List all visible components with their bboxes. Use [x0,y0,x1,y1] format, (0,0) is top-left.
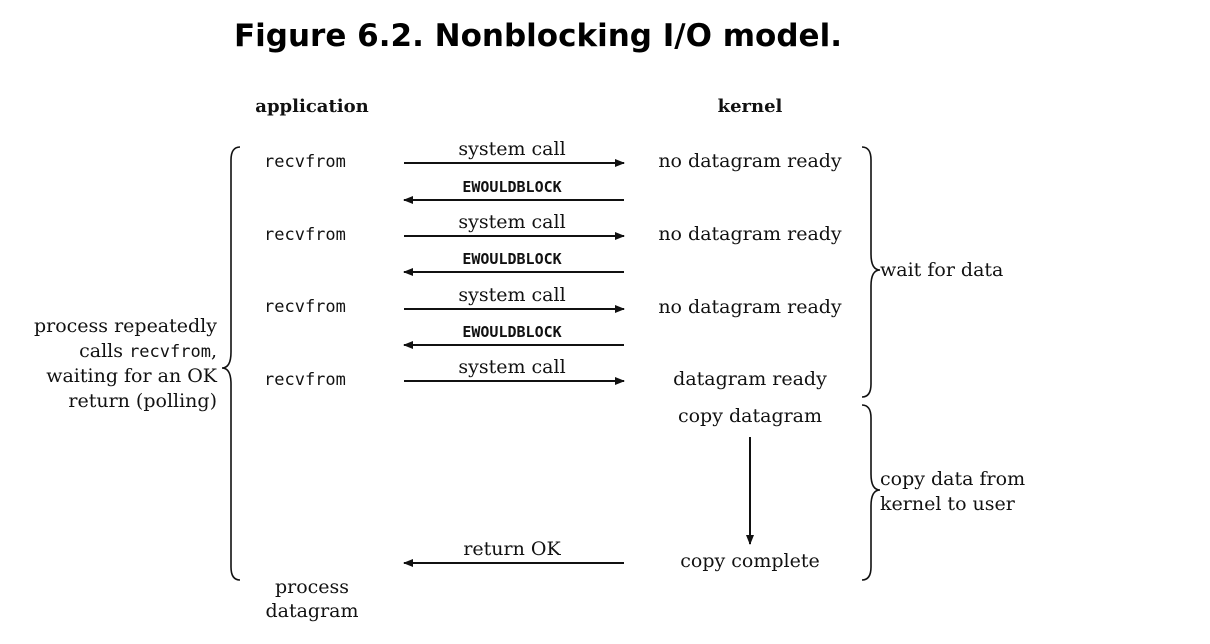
app-note-line-4: return (polling) [68,390,217,412]
request-label-3: system call [458,284,566,306]
kernel-header: kernel [717,96,783,117]
wait-for-data-brace [861,146,881,398]
copy-phase-label-2: kernel to user [880,493,1015,515]
kernel-state-3: no datagram ready [658,296,842,318]
kernel-state-2: no datagram ready [658,223,842,245]
process-datagram-line-2: datagram [265,600,359,622]
copy-complete-label: copy complete [680,550,820,572]
copy-data-brace [861,404,881,581]
app-call-2: recvfrom [264,225,346,245]
reply-label-3: EWOULDBLOCK [462,323,562,341]
application-brace [221,146,241,581]
request-label-1: system call [458,138,566,160]
request-label-2: system call [458,211,566,233]
process-datagram-line-1: process [274,576,350,598]
app-note-line-2: calls recvfrom, [79,340,217,362]
copy-datagram-label: copy datagram [677,405,823,427]
application-header: application [255,96,369,117]
reply-label-2: EWOULDBLOCK [462,250,562,268]
app-note-code: recvfrom [129,342,211,362]
request-label-4: system call [458,356,566,378]
figure-title: Figure 6.2. Nonblocking I/O model. [234,18,842,54]
wait-for-data-label: wait for data [880,259,1004,281]
app-call-1: recvfrom [264,152,346,172]
app-note-line-1: process repeatedly [33,315,217,337]
reply-label-1: EWOULDBLOCK [462,178,562,196]
kernel-state-1: no datagram ready [658,150,842,172]
app-call-3: recvfrom [264,297,346,317]
copy-phase-label-1: copy data from [880,468,1026,490]
kernel-state-4: datagram ready [673,368,827,390]
return-ok-label: return OK [463,538,561,560]
app-note-line-3: waiting for an OK [46,365,217,387]
app-call-4: recvfrom [264,370,346,390]
